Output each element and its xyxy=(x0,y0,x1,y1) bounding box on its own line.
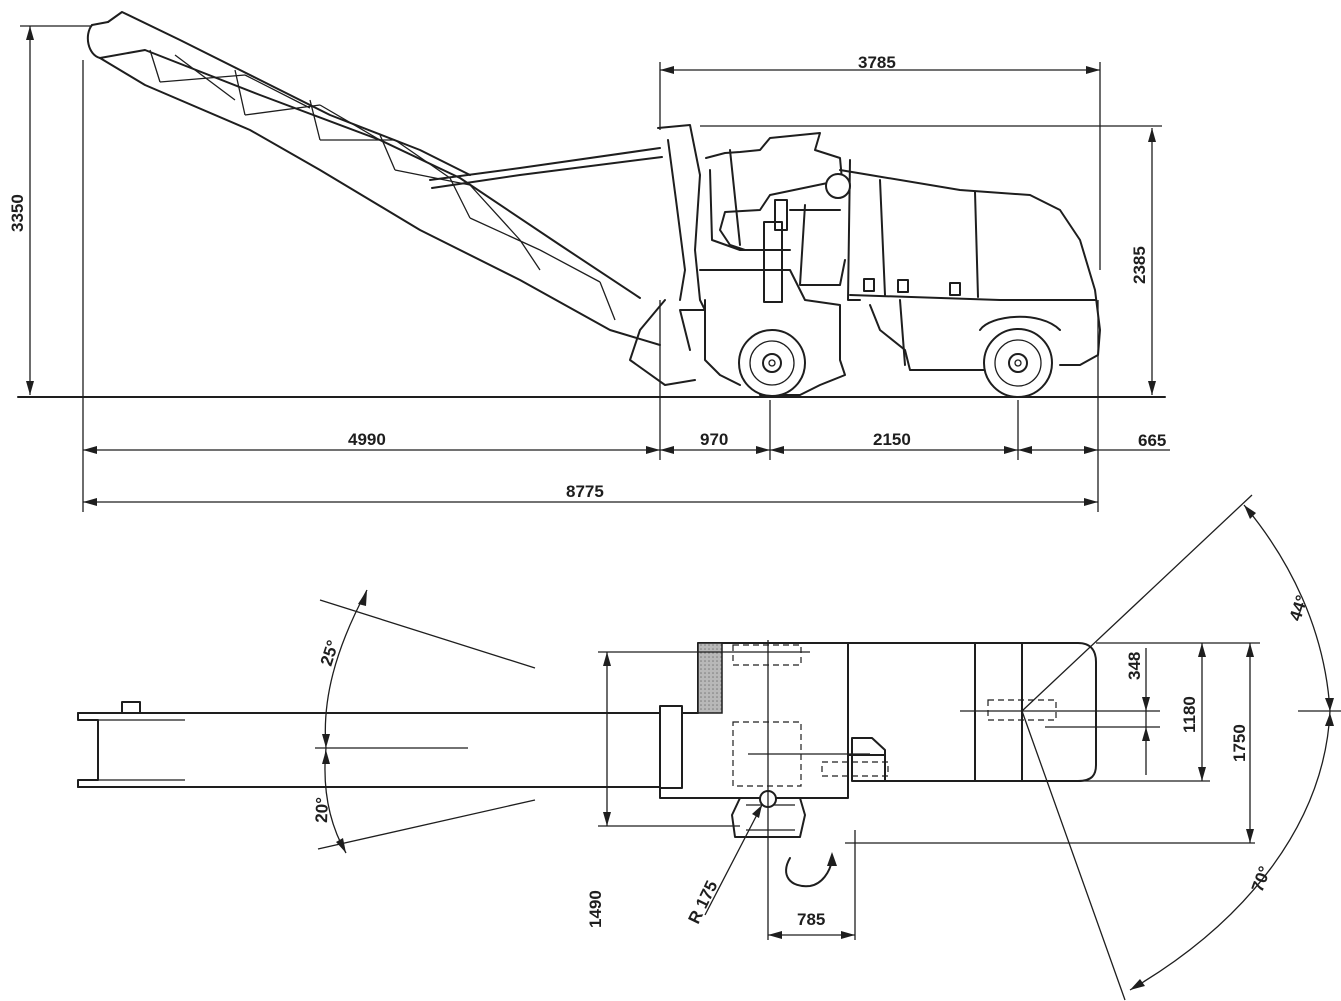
machine-body xyxy=(657,124,1101,398)
dim-4990: 4990 xyxy=(348,430,386,449)
top-view: 25° 20° 1490 R 175 785 xyxy=(77,494,1341,1001)
angle-44: 44° xyxy=(1286,593,1312,624)
dim-785-group: 785 xyxy=(768,830,1255,940)
machine-plan xyxy=(659,640,1160,940)
dim-2385: 2385 xyxy=(1130,246,1149,284)
dim-2150: 2150 xyxy=(873,430,911,449)
angle-20: 20° xyxy=(312,797,332,824)
conveyor xyxy=(86,11,696,386)
dim-1490-group: 1490 xyxy=(586,651,810,928)
angle-25: 25° xyxy=(317,638,343,669)
dim-1750: 1750 xyxy=(1230,724,1249,762)
dim-665: 665 xyxy=(1138,431,1166,450)
dim-3350: 3350 xyxy=(8,194,27,232)
dim-970: 970 xyxy=(700,430,728,449)
dim-1490: 1490 xyxy=(586,890,605,928)
dim-8775: 8775 xyxy=(566,482,604,501)
dim-1180: 1180 xyxy=(1180,696,1199,733)
dim-785: 785 xyxy=(797,910,825,929)
front-wheel xyxy=(738,329,806,397)
hatched-block xyxy=(697,642,723,714)
dim-r175: R 175 xyxy=(685,878,722,927)
side-view: 3350 3785 2385 xyxy=(8,11,1170,512)
rear-wheel xyxy=(983,328,1053,398)
swing-left: 25° 20° xyxy=(312,589,536,854)
dim-348: 348 xyxy=(1125,652,1144,680)
side-dimensions: 3350 3785 2385 xyxy=(8,25,1170,512)
conveyor-plan xyxy=(77,701,661,788)
rear-swing: 44° 70° xyxy=(1021,494,1341,1001)
radius-group: R 175 xyxy=(685,804,763,927)
right-dims: 348 1180 1750 xyxy=(1022,642,1260,843)
dim-3785: 3785 xyxy=(858,53,896,72)
rotation-arrow xyxy=(785,857,833,888)
